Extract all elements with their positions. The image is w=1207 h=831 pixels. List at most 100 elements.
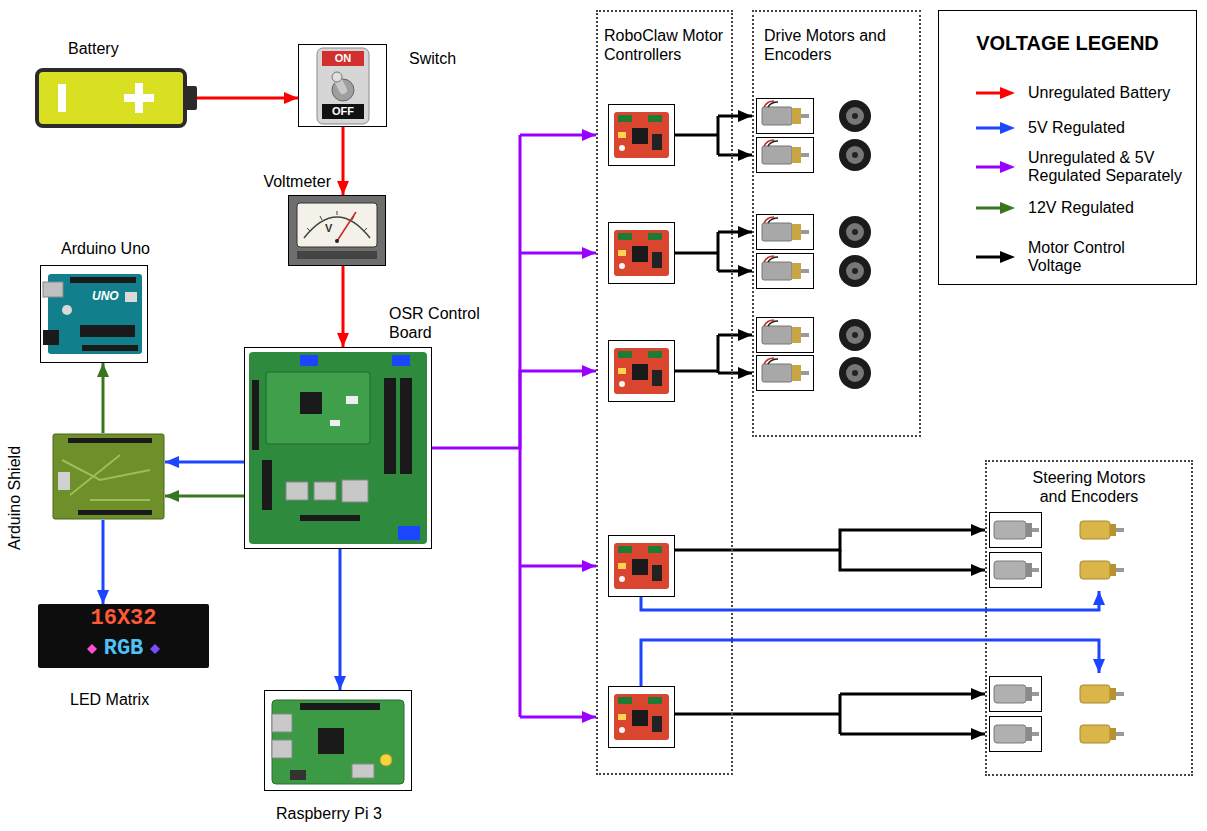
osr-board-icon [346,396,358,404]
wheel-icon [839,100,871,389]
wheel-icon [839,357,871,389]
caption-holder: Battery [68,39,119,58]
caption-holder: Voltmeter [263,172,331,191]
drive-motor-icon [757,99,814,134]
raspberry-pi-icon [272,700,404,784]
osr-board-icon [300,392,322,414]
legend-row: 12V Regulated [976,199,1190,217]
label-holder: UNO [92,289,119,303]
encoder-icon [1080,521,1124,539]
steering-motor-icon [990,677,1042,712]
osr-board-icon [245,348,431,548]
label-holder: ON [322,51,364,66]
voltage-wire [102,363,105,433]
raspberry-pi-board: Raspberry Pi 3 [264,690,412,791]
encoder-power-wire [641,591,1099,686]
osr-board-icon [314,482,336,500]
component-label: LED Matrix [70,690,149,709]
encoder-icon [1080,725,1124,743]
purple-bus-wire [520,135,596,717]
osr-board-icon [300,355,318,366]
voltage-wire [102,520,105,604]
legend-arrow-shaft [976,92,1002,95]
osr-board-icon [330,420,340,426]
group-heading: RoboClaw Motor Controllers [604,26,728,64]
legend-arrow-head [1000,251,1015,263]
voltmeter-icon [289,196,385,265]
osr-board-icon [342,480,368,502]
legend-arrow-swatch [976,160,1016,174]
component-label: Switch [409,49,456,68]
voltmeter-component: Voltmeter [288,195,386,266]
component-label: Arduino Shield [5,446,24,550]
toggle-switch-icon [332,79,354,101]
voltage-wire [733,115,752,118]
osr-board-icon [286,482,308,500]
purple-bus-wire [520,716,596,719]
motor-control-wire [675,232,718,271]
battery-icon [185,86,197,110]
purple-bus-wire [520,565,596,568]
steering-motor-icon [990,553,1042,588]
legend-arrow-shaft [976,207,1002,210]
group-heading: Steering Motors and Encoders [1021,468,1157,506]
component-label: Voltmeter [263,172,331,191]
motor-control-wire [718,372,752,375]
drive-motor-icon [757,356,814,391]
raspberry-pi-icon [272,740,292,758]
arduino-uno-board: Arduino Uno [40,265,148,363]
osr-board-icon [398,526,420,540]
legend-arrow-swatch [976,201,1016,215]
legend-title: VOLTAGE LEGEND [938,31,1197,55]
legend-arrow-shaft [976,256,1002,259]
steering-motor-icon [990,513,1042,752]
switch-on-marking: ON [322,51,364,66]
motor-control-wire [675,549,733,552]
drive-motor-icon [757,318,814,353]
toggle-switch-icon [299,45,386,126]
group-heading: Drive Motors and Encoders [764,26,914,64]
roboclaw-board-icon [609,536,675,597]
voltmeter-icon [304,217,370,238]
component-label: Battery [68,39,119,58]
purple-bus-wire [520,252,596,255]
osr-board-icon [384,378,396,474]
meter-unit-marking: V [325,222,332,235]
encoder-power-wire [641,640,1099,686]
raspberry-pi-icon [265,691,411,790]
motor-control-wire [840,733,985,736]
arduino-uno-icon [41,266,147,362]
arduino-uno-icon [125,292,137,302]
legend-text: Unregulated Battery [1028,84,1190,102]
caption-holder: OSR Control Board [389,304,489,342]
label-holder: RGB [38,636,209,662]
purple-bus-wire [520,134,596,137]
battery-icon [135,83,143,113]
arduino-uno-icon [43,330,59,345]
legend-arrow-swatch [976,86,1016,100]
battery-icon [58,84,66,112]
voltmeter-icon [297,203,377,247]
legend-text: 12V Regulated [1028,199,1190,217]
motor-control-wire [675,694,840,734]
legend-row: Unregulated Battery [976,84,1190,102]
arduino-uno-icon [70,277,136,283]
arduino-uno-icon [62,305,72,315]
legend-arrow-shaft [976,166,1002,169]
arduino-shield-icon [53,434,164,519]
wheel-icon [839,216,871,248]
voltage-wire [733,530,985,550]
voltage-wire [165,461,244,464]
voltage-wire [342,127,345,195]
matrix-rgb-marking: RGB [38,636,209,662]
battery-component: Battery [35,68,197,128]
roboclaw-board-icon [609,687,675,748]
motor-control-wire [675,116,733,155]
component-label: OSR Control Board [389,304,489,342]
toggle-switch-icon [332,72,342,82]
arduino-shield-icon [62,455,150,500]
wheel-icon [839,139,871,171]
roboclaw-board-icon [609,105,675,166]
led-matrix-icon [87,644,97,654]
